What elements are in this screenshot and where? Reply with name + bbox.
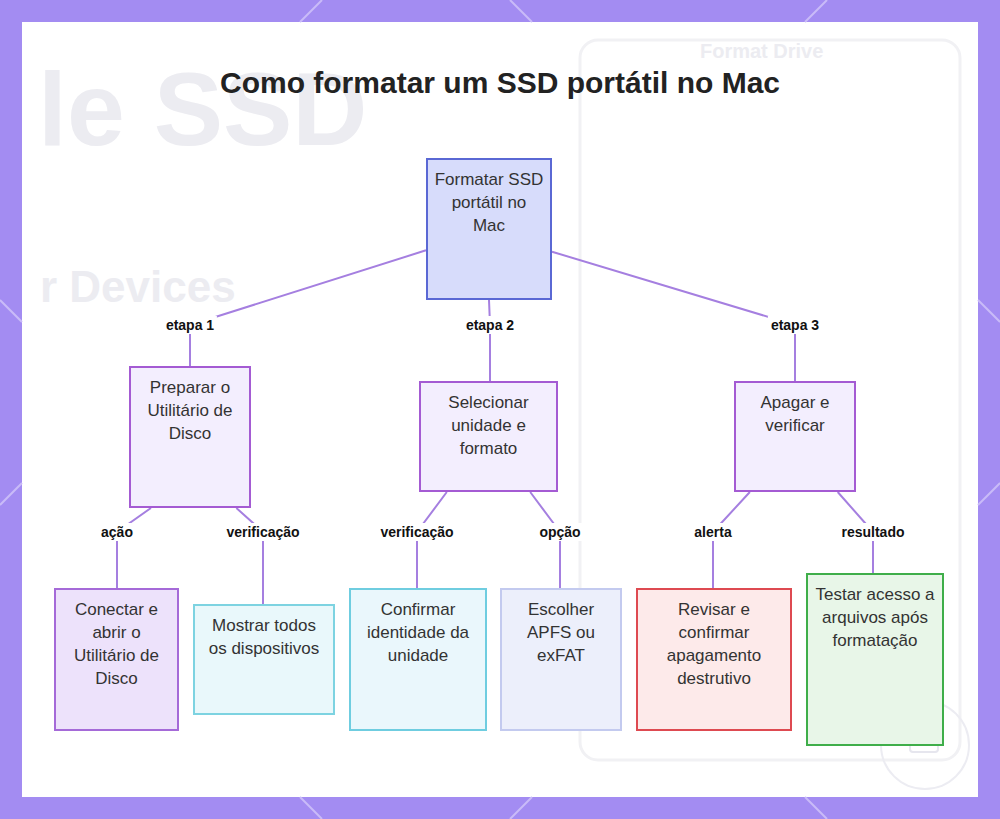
node-text: Confirmar identidade da unidade — [357, 598, 479, 667]
background-device — [580, 40, 960, 760]
edge-label: verificação — [377, 523, 456, 541]
connector-line — [117, 508, 151, 588]
diagram-title: Como formatar um SSD portátil no Mac — [0, 66, 1000, 100]
edge-label: etapa 3 — [768, 316, 822, 334]
root-box: Formatar SSD portátil no Mac — [426, 158, 552, 300]
edge-label: verificação — [223, 523, 302, 541]
edge-label: etapa 2 — [463, 316, 517, 334]
node-text: Conectar e abrir o Utilitário de Disco — [62, 598, 171, 690]
result-box: Testar acesso a arquivos após formatação — [806, 573, 944, 746]
option-box: Escolher APFS ou exFAT — [500, 588, 622, 731]
node-text: Preparar o Utilitário de Disco — [137, 376, 243, 445]
watermark-text: r Devices — [40, 262, 236, 312]
check-box: Mostrar todos os dispositivos — [193, 604, 335, 715]
action-box: Conectar e abrir o Utilitário de Disco — [54, 588, 179, 731]
watermark-text: Format Drive — [700, 40, 823, 63]
node-text: Escolher APFS ou exFAT — [508, 598, 614, 667]
alert-box: Revisar e confirmar apagamento destrutiv… — [636, 588, 792, 731]
node-text: Revisar e confirmar apagamento destrutiv… — [644, 598, 784, 690]
edge-label: alerta — [691, 523, 734, 541]
node-text: Testar acesso a arquivos após formatação — [814, 583, 936, 652]
node-text: Apagar e verificar — [742, 391, 848, 437]
edge-label: etapa 1 — [163, 316, 217, 334]
panel — [22, 22, 978, 797]
edge-label: opção — [536, 523, 583, 541]
step-box: Selecionar unidade e formato — [419, 381, 558, 492]
step-box: Apagar e verificar — [734, 381, 856, 492]
edge-label: ação — [98, 523, 136, 541]
check-box: Confirmar identidade da unidade — [349, 588, 487, 731]
edge-label: resultado — [838, 523, 907, 541]
node-text: Selecionar unidade e formato — [427, 391, 550, 460]
connector-line — [552, 252, 795, 381]
step-box: Preparar o Utilitário de Disco — [129, 366, 251, 508]
node-text: Formatar SSD portátil no Mac — [434, 168, 544, 237]
node-text: Mostrar todos os dispositivos — [201, 614, 327, 660]
connector-line — [489, 300, 490, 381]
